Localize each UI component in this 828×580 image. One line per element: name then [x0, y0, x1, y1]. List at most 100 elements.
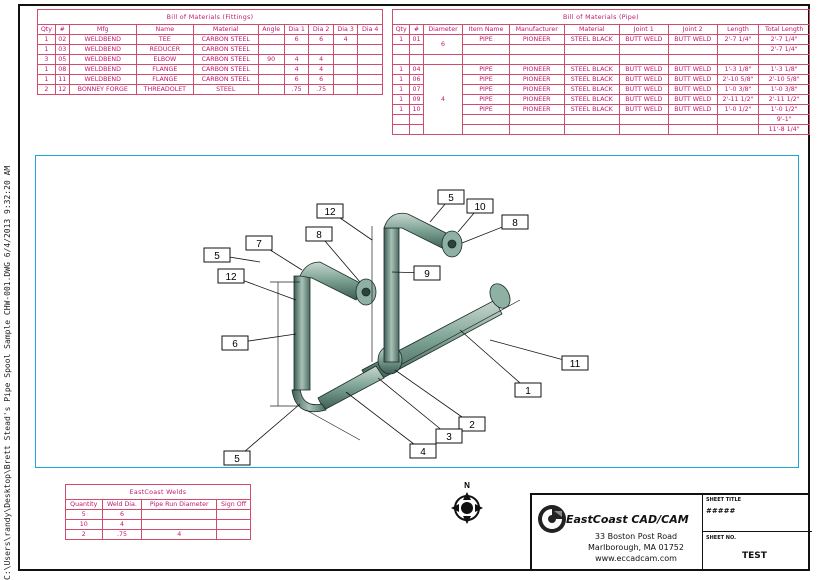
table-cell [216, 519, 251, 530]
callout-balloon-5: 5 [223, 403, 301, 466]
callout-box [413, 265, 441, 281]
callout-box [514, 382, 542, 398]
north-arrow: N [451, 481, 483, 524]
pipe-geometry [291, 212, 511, 413]
title-block: EastCoast CAD/CAM 33 Boston Post Road Ma… [530, 493, 812, 571]
pipe-riser-9 [383, 227, 400, 363]
callout-leader [377, 377, 450, 437]
callout-balloon-10: 10 [457, 198, 494, 233]
table-cell: 6 [101, 509, 143, 520]
callout-balloon-1: 1 [459, 329, 542, 398]
callout-label: 12 [324, 207, 336, 218]
callout-leader [318, 233, 361, 283]
callout-label: 5 [448, 193, 454, 204]
company-logo-icon [538, 505, 566, 533]
table-cell [216, 529, 251, 540]
callout-box [217, 268, 245, 284]
callout-label: 8 [316, 230, 322, 241]
flange-08-right-bore [447, 239, 457, 249]
sheet-title-label: SHEET TITLE [706, 497, 742, 503]
callout-balloon-6: 6 [221, 333, 297, 351]
drawing-sheet-border [18, 4, 810, 571]
table-cell: .75 [101, 529, 143, 540]
table-cell [563, 124, 620, 135]
welds-header: Pipe Run Diameter [141, 499, 218, 510]
table-cell: 10 [65, 519, 103, 530]
address-line-2: Marlborough, MA 01752 [588, 543, 684, 552]
callout-balloon-7: 7 [245, 235, 303, 271]
callout-box [305, 226, 333, 242]
callout-box [458, 416, 486, 432]
callout-label: 7 [256, 239, 262, 250]
company-website: www.eccadcam.com [595, 554, 677, 563]
table-cell: 4 [141, 529, 218, 540]
callout-box [409, 443, 437, 459]
callout-leader [236, 403, 301, 459]
callout-label: 5 [214, 251, 220, 262]
table-cell: 4 [101, 519, 143, 530]
flange-08-left-bore [361, 287, 371, 297]
welds-header: Weld Dia. [101, 499, 143, 510]
welds-header: Quantity [65, 499, 103, 510]
callout-box [501, 214, 529, 230]
north-label: N [464, 481, 470, 490]
title-block-company-area: EastCoast CAD/CAM 33 Boston Post Road Ma… [532, 495, 703, 571]
callout-balloon-8: 8 [461, 214, 529, 244]
pipe-main-run [361, 299, 503, 386]
table-cell [409, 124, 424, 135]
callout-box [437, 189, 465, 205]
title-block-divider [702, 531, 812, 532]
callout-box [466, 198, 494, 214]
callout-leader [459, 329, 529, 391]
welds-title: EastCoast Welds [65, 484, 251, 500]
callout-balloon-8: 8 [305, 226, 361, 283]
dimension-lines [270, 226, 521, 441]
callout-leader [394, 369, 473, 425]
callout-balloon-3: 3 [377, 377, 463, 444]
drawing-viewport[interactable] [35, 155, 799, 468]
callout-balloon-4: 4 [345, 391, 437, 459]
callout-balloon-12: 12 [316, 203, 373, 241]
callout-box [316, 203, 344, 219]
table-cell [141, 509, 218, 520]
table-cell [508, 124, 565, 135]
table-row-total: 11'-8 1/4" [391, 124, 810, 135]
callout-box [203, 247, 231, 263]
callout-label: 5 [234, 454, 240, 465]
callout-box [221, 335, 249, 351]
table-cell: THREADOLET [135, 84, 194, 95]
callout-label: 1 [525, 386, 531, 397]
callout-leader [345, 391, 424, 452]
callout-box [435, 428, 463, 444]
welds-header: Sign Off [216, 499, 251, 510]
callout-label: 11 [570, 359, 581, 370]
callout-balloon-2: 2 [394, 369, 486, 432]
callout-leader [489, 339, 576, 364]
callout-box [561, 355, 589, 371]
table-cell [357, 84, 383, 95]
table-cell [257, 84, 285, 95]
callout-box [223, 450, 251, 466]
callout-box [245, 235, 273, 251]
pipe-low-run [317, 365, 385, 411]
callout-label: 6 [232, 339, 238, 350]
callout-label: 9 [424, 269, 430, 280]
callout-balloon-9: 9 [391, 265, 441, 281]
pipe-grand-total: 11'-8 1/4" [758, 124, 810, 135]
company-name: EastCoast CAD/CAM [566, 513, 689, 526]
callout-label: 4 [420, 447, 426, 458]
sheet-title-value: ##### [706, 507, 736, 515]
sheet-no-label: SHEET NO. [706, 535, 736, 541]
table-cell: 5 [65, 509, 103, 520]
company-address: 33 Boston Post Road Marlborough, MA 0175… [576, 531, 696, 564]
callout-label: 10 [474, 202, 486, 213]
